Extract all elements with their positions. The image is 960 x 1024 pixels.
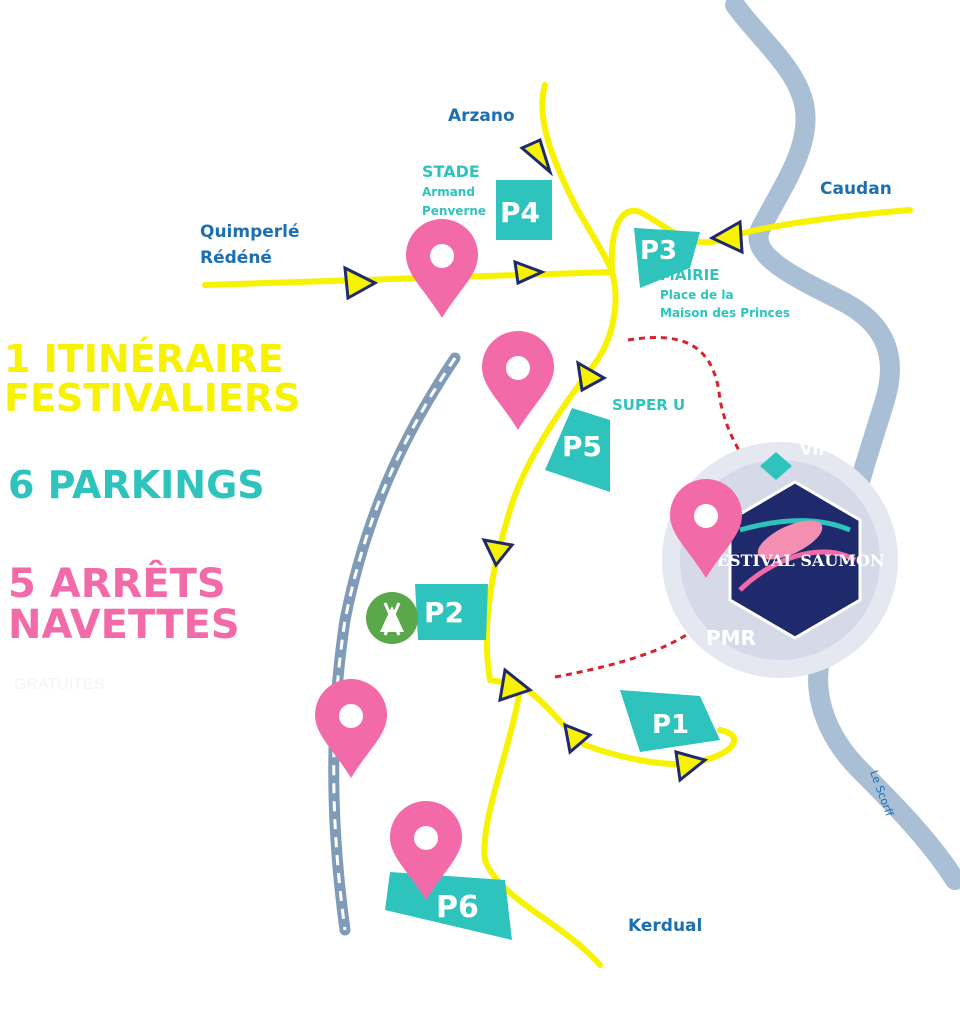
festival-route <box>202 82 913 968</box>
mairie-address-2: Maison des Princes <box>660 306 791 320</box>
parking-p3-marker <box>634 228 700 288</box>
legend-itineraire: 1 ITINÉRAIRE FESTIVALIERS <box>4 340 301 418</box>
superu-label: SUPER U <box>612 396 686 414</box>
parking-p1-marker <box>620 690 720 752</box>
festival-logo-text: FESTIVAL SAUMON <box>705 551 884 570</box>
parking-p1-label: P1 <box>652 710 690 740</box>
navette-stop-icon <box>390 801 462 900</box>
parking-markers <box>385 180 720 940</box>
stade-name-2: Penverne <box>422 204 487 218</box>
parking-p4-label: P4 <box>500 196 541 229</box>
legend-parkings: 6 PARKINGS <box>8 463 265 507</box>
navette-stop-centers <box>339 244 718 850</box>
parking-p3-label: P3 <box>640 236 678 266</box>
town-arzano: Arzano <box>448 106 515 126</box>
railway <box>328 352 461 936</box>
stade-name-1: Armand <box>422 185 475 199</box>
river-scorff <box>725 0 960 890</box>
legend-navettes-line1: 5 ARRÊTS <box>8 561 226 607</box>
town-kerdual: Kerdual <box>628 916 703 936</box>
town-quimperle: Quimperlé <box>200 222 300 242</box>
mairie-address-1: Place de la <box>660 288 734 302</box>
town-caudan: Caudan <box>820 179 892 199</box>
navette-stops <box>315 219 742 900</box>
parking-p5-marker <box>545 408 610 492</box>
legend-navettes: 5 ARRÊTS NAVETTES <box>8 564 240 646</box>
vip-label: VIP <box>800 440 831 459</box>
legend-itineraire-line1: 1 ITINÉRAIRE <box>4 337 284 381</box>
camping-icon <box>366 592 418 644</box>
parking-p5-label: P5 <box>562 430 603 463</box>
legend-itineraire-line2: FESTIVALIERS <box>4 375 301 420</box>
route-arrow-icon <box>343 137 744 783</box>
parking-p2-marker <box>415 584 488 640</box>
legend-navettes-line2: NAVETTES <box>8 601 240 648</box>
navette-stop-icon <box>406 219 478 318</box>
parking-p2-label: P2 <box>424 596 465 629</box>
pmr-label: PMR <box>706 626 756 650</box>
town-redene: Rédéné <box>200 248 272 268</box>
vip-marker <box>760 452 792 480</box>
parking-p4-marker <box>496 180 552 240</box>
legend-navettes-sub: GRATUITES <box>14 676 105 693</box>
stade-label: STADE <box>422 162 480 181</box>
parking-p6-marker <box>385 872 512 940</box>
navette-stop-icon <box>315 679 387 778</box>
navette-stop-icon <box>670 479 742 578</box>
festival-logo: FESTIVAL SAUMON <box>705 480 885 640</box>
parking-p6-label: P6 <box>436 890 479 925</box>
navette-stop-icon <box>482 331 554 430</box>
mairie-label: MAIRIE <box>660 266 720 284</box>
